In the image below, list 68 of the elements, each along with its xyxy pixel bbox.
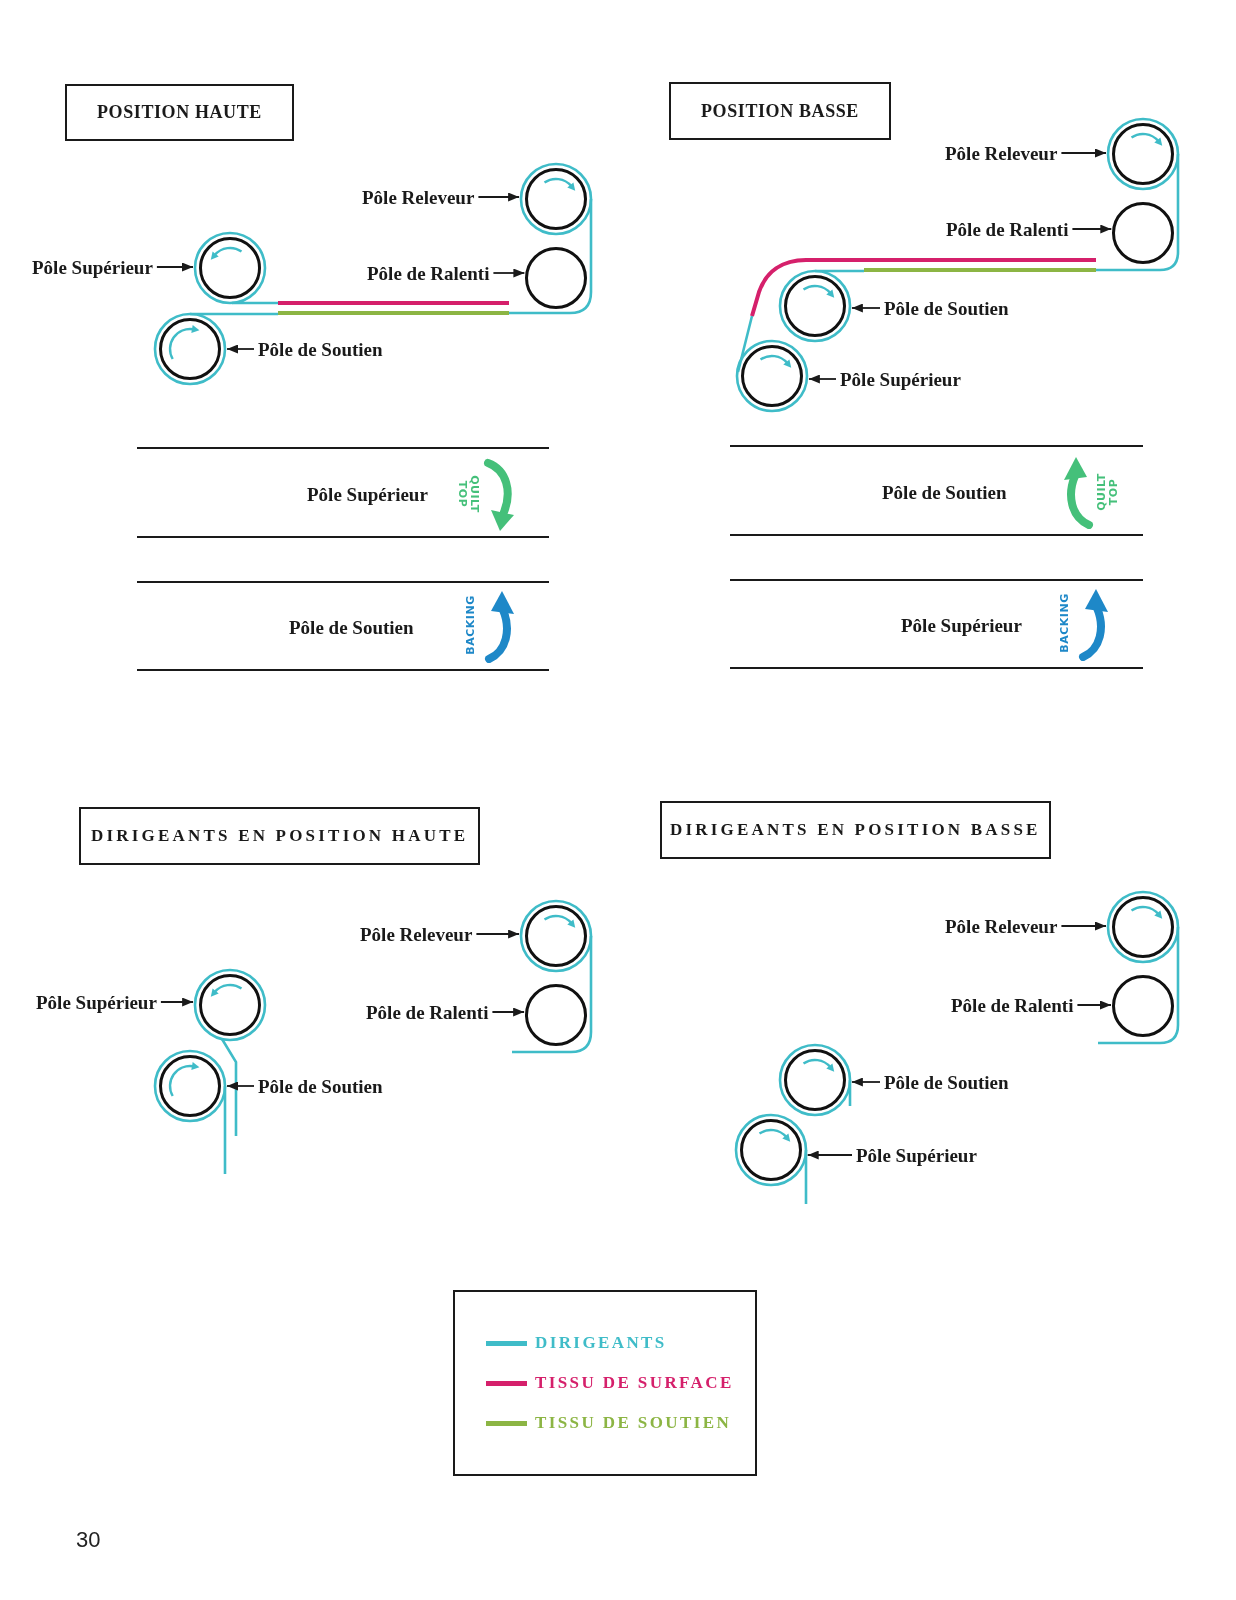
fabric-label: BACKING	[1059, 593, 1071, 653]
pole-label: Pôle Supérieur	[840, 367, 961, 391]
pole-label: Pôle de Soutien	[884, 1070, 1009, 1094]
pole-roller	[193, 968, 267, 1042]
leader-arrow	[156, 262, 194, 272]
pole-roller	[734, 1113, 808, 1187]
pole-roller	[519, 899, 593, 973]
pole-label: Pôle Releveur	[945, 914, 1058, 938]
pole-name: Pôle de Soutien	[882, 480, 1007, 504]
pole-roller	[1106, 890, 1180, 964]
legend-label: DIRIGEANTS	[535, 1332, 667, 1354]
legend-label: TISSU DE SOUTIEN	[535, 1412, 732, 1434]
leader-arrow	[851, 303, 881, 313]
fabric-label: BACKING	[465, 595, 477, 655]
pole-label: Pôle Supérieur	[32, 255, 153, 279]
leader-arrow	[491, 1007, 525, 1017]
pole-roller	[778, 269, 852, 343]
pole-roller	[524, 246, 588, 310]
pole-band	[137, 581, 549, 671]
legend-label: TISSU DE SURFACE	[535, 1372, 734, 1394]
pole-roller	[193, 231, 267, 305]
leader-arrow	[492, 268, 526, 278]
fabric-label: QUILT TOP	[1096, 473, 1120, 511]
pole-label: Pôle Releveur	[945, 141, 1058, 165]
leader-arrow	[851, 1077, 881, 1087]
pole-label: Pôle de Ralenti	[951, 993, 1074, 1017]
pole-label: Pôle Supérieur	[856, 1143, 977, 1167]
fabric-label: QUILT TOP	[456, 475, 480, 513]
pole-label: Pôle Releveur	[360, 922, 473, 946]
section-heading: DIRIGEANTS EN POSITION BASSE	[660, 801, 1051, 859]
leader-arrow	[808, 374, 837, 384]
pole-label: Pôle de Soutien	[884, 296, 1009, 320]
pole-label: Pôle de Ralenti	[367, 261, 490, 285]
pole-roller	[1111, 201, 1175, 265]
section-heading: POSITION HAUTE	[65, 84, 294, 141]
leader-arrow	[806, 1150, 853, 1160]
leader-arrow	[226, 344, 255, 354]
pole-name: Pôle Supérieur	[307, 482, 428, 506]
page-number: 30	[76, 1527, 101, 1553]
pole-label: Pôle de Soutien	[258, 1074, 383, 1098]
leader-arrow	[1060, 921, 1107, 931]
leader-arrow	[1071, 224, 1113, 234]
leader-arrow	[475, 929, 520, 939]
pole-name: Pôle Supérieur	[901, 613, 1022, 637]
leader-arrow	[160, 997, 194, 1007]
pole-band	[730, 579, 1143, 669]
section-heading: POSITION BASSE	[669, 82, 891, 140]
pole-label: Pôle Supérieur	[36, 990, 157, 1014]
pole-label: Pôle de Soutien	[258, 337, 383, 361]
pole-roller	[524, 983, 588, 1047]
pole-roller	[778, 1043, 852, 1117]
pole-roller	[519, 162, 593, 236]
leader-arrow	[477, 192, 520, 202]
leader-arrow	[1060, 148, 1107, 158]
leader-arrow	[226, 1081, 255, 1091]
section-heading: DIRIGEANTS EN POSITION HAUTE	[79, 807, 481, 865]
pole-label: Pôle Releveur	[362, 185, 475, 209]
pole-band	[137, 447, 549, 538]
leader-arrow	[1076, 1000, 1112, 1010]
pole-roller	[153, 312, 227, 386]
pole-label: Pôle de Ralenti	[946, 217, 1069, 241]
pole-band	[730, 445, 1143, 536]
pole-roller	[153, 1049, 227, 1123]
pole-roller	[735, 339, 809, 413]
pole-label: Pôle de Ralenti	[366, 1000, 489, 1024]
pole-name: Pôle de Soutien	[289, 615, 414, 639]
pole-roller	[1111, 974, 1175, 1038]
pole-roller	[1106, 117, 1180, 191]
